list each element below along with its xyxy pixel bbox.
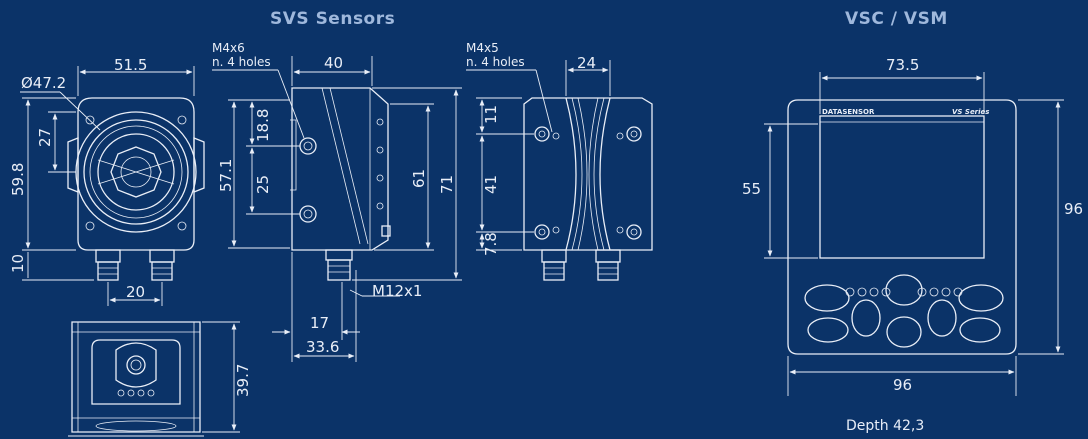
vsc-title: VSC / VSM: [845, 9, 948, 29]
dim-side-height-71: 71: [438, 175, 456, 194]
back-note-1: M4x5: [466, 41, 499, 55]
dim-side-offset-17: 17: [310, 314, 329, 332]
front-view: [67, 97, 205, 281]
dim-side-height-57: 57.1: [217, 159, 235, 192]
dim-side-offset-33: 33.6: [306, 338, 339, 356]
back-dimensions: [466, 60, 611, 251]
dim-back-pitch: 41: [482, 175, 500, 194]
dim-monitor-screen-h: 55: [742, 180, 761, 198]
side-view: [290, 87, 391, 281]
dim-bottom-height: 39.7: [234, 364, 252, 397]
dim-front-height: 59.8: [9, 163, 27, 196]
dim-monitor-width-bottom: 96: [893, 376, 912, 394]
side-note-2: n. 4 holes: [212, 55, 271, 69]
dim-monitor-height: 96: [1064, 200, 1083, 218]
monitor-dimensions: [764, 72, 1064, 396]
back-note-2: n. 4 holes: [466, 55, 525, 69]
dim-back-width: 24: [577, 54, 596, 72]
dim-back-top: 11: [482, 105, 500, 124]
back-view: [523, 97, 653, 281]
dim-side-thread: M12x1: [372, 282, 422, 300]
dim-side-width: 40: [324, 54, 343, 72]
dim-front-connector-h: 10: [9, 254, 27, 273]
dim-front-width: 51.5: [114, 56, 147, 74]
svs-title: SVS Sensors: [270, 9, 396, 29]
dim-front-upper: 27: [36, 128, 54, 147]
side-note-1: M4x6: [212, 41, 245, 55]
front-dimensions: [20, 66, 195, 306]
dim-front-diameter: Ø47.2: [21, 74, 66, 92]
dim-back-bottom: 7.8: [482, 232, 500, 256]
dim-monitor-width-top: 73.5: [886, 56, 919, 74]
side-dimensions: [212, 56, 462, 362]
dim-front-connector-pitch: 20: [126, 283, 145, 301]
dim-side-hole-top: 18.8: [254, 109, 272, 142]
dim-side-height-61: 61: [410, 169, 428, 188]
monitor-view: [787, 99, 1017, 355]
monitor-series: VS Series: [952, 108, 989, 116]
depth-label: Depth 42,3: [846, 418, 925, 434]
bottom-dimensions: [68, 321, 240, 437]
bottom-view: [71, 321, 201, 433]
dim-side-hole-pitch: 25: [254, 175, 272, 194]
monitor-brand: DATASENSOR: [822, 108, 875, 116]
